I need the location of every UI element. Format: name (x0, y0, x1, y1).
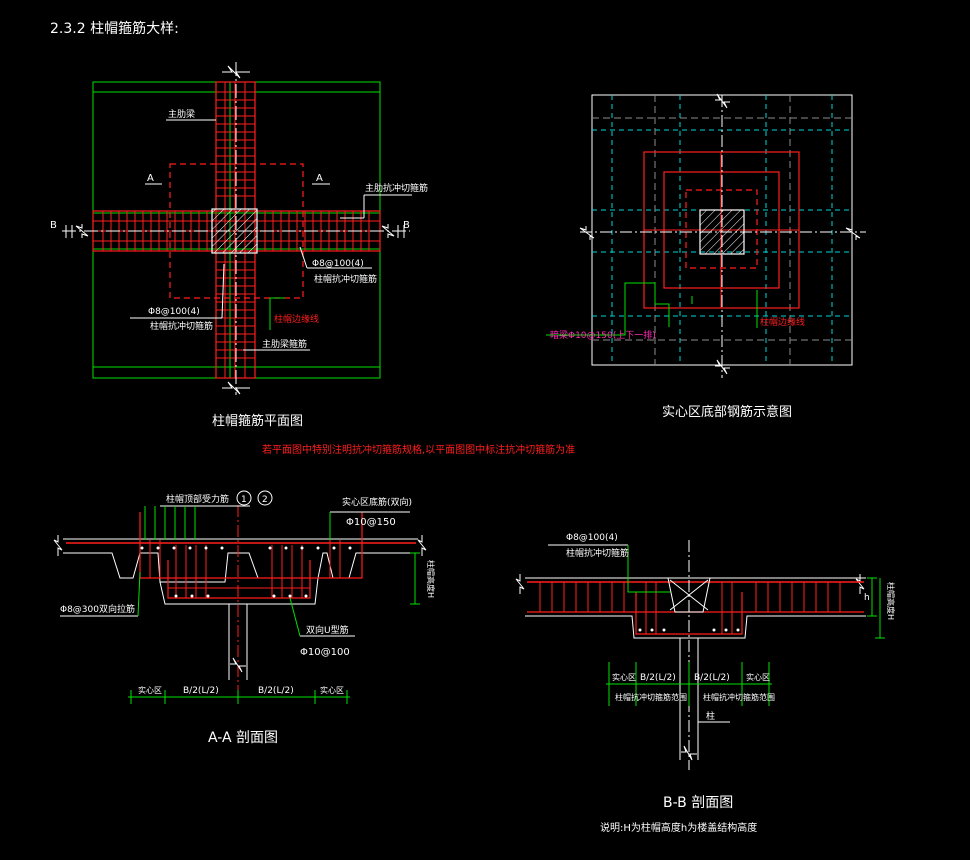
aa-top-rebar: 柱帽顶部受力筋 (166, 493, 229, 505)
aa-caption: A-A 剖面图 (208, 730, 278, 746)
solid-caption: 实心区底部钢筋示意图 (662, 404, 792, 420)
section-bb: Φ8@100(4) 柱帽抗冲切箍筋 h 柱帽高度H 实心区 B/2(L/2) B… (515, 533, 896, 834)
main-beam-shear-label: 主肋抗冲切箍筋 (365, 182, 428, 194)
plan-cap-shear-right: 柱帽抗冲切箍筋 (314, 273, 377, 285)
section-aa: 柱帽顶部受力筋 1 2 实心区底筋(双向) Φ10@150 Φ8@300双向拉筋… (53, 490, 436, 746)
aa-circle-1: 1 (241, 495, 247, 505)
solid-zone-view: 暗梁Φ10@150(上下一排) 柱帽边缘线 实心区底部钢筋示意图 (546, 93, 866, 420)
section-b-right: B (403, 220, 410, 231)
aa-solid-bottom: 实心区底筋(双向) (342, 496, 412, 508)
break-mark (381, 224, 395, 238)
main-beam-label: 主肋梁 (168, 108, 195, 120)
bb-dim-half-left: B/2(L/2) (640, 673, 676, 683)
bb-h-label: h (864, 593, 870, 603)
bb-dim-solid-right: 实心区 (746, 672, 770, 682)
aa-circle-2: 2 (262, 495, 268, 505)
bb-stirrup-spec: Φ8@100(4) (566, 533, 618, 543)
aa-dim-solid-right: 实心区 (320, 685, 344, 695)
plan-stirrup-spec: Φ8@100(4) (312, 259, 364, 269)
break-mark (222, 65, 250, 79)
bb-range-left: 柱帽抗冲切箍筋范围 (615, 692, 687, 702)
break-mark (222, 381, 250, 395)
section-a-right: A (316, 173, 323, 184)
bb-height: 柱帽高度H (886, 582, 896, 620)
aa-mesh-spec: Φ10@100 (300, 647, 350, 658)
aa-mesh: 双向U型筋 (306, 624, 349, 636)
bb-range-right: 柱帽抗冲切箍筋范围 (703, 692, 775, 702)
bb-column-label: 柱 (706, 710, 715, 722)
plan-view: B B A A 主肋梁 主肋抗冲切箍筋 Φ8@100(4) 柱帽抗冲切箍筋 Φ8… (50, 62, 428, 429)
break-mark (75, 224, 89, 238)
aa-dim-half-left: B/2(L/2) (183, 686, 219, 696)
section-b-left: B (50, 220, 57, 231)
bb-cap-shear: 柱帽抗冲切箍筋 (566, 547, 629, 559)
bb-note: 说明:H为柱帽高度h为楼盖结构高度 (600, 821, 757, 834)
plan-stirrup-spec-left: Φ8@100(4) (148, 307, 200, 317)
aa-height: 柱帽高度H (426, 560, 436, 598)
aa-dim-half-right: B/2(L/2) (258, 686, 294, 696)
plan-caption: 柱帽箍筋平面图 (212, 413, 303, 429)
rebar-dots (140, 546, 352, 598)
aa-solid-bottom-spec: Φ10@150 (346, 517, 396, 528)
plan-cap-edge-label: 柱帽边缘线 (274, 313, 319, 325)
section-a-left: A (147, 173, 154, 184)
bb-caption: B-B 剖面图 (663, 795, 733, 811)
plan-cap-shear-left: 柱帽抗冲切箍筋 (150, 320, 213, 332)
bb-dim-solid-left: 实心区 (612, 672, 636, 682)
section-title: 2.3.2 柱帽箍筋大样: (50, 20, 179, 37)
aa-tie: Φ8@300双向拉筋 (60, 603, 135, 615)
red-note: 若平面图中特别注明抗冲切箍筋规格,以平面图图中标注抗冲切箍筋为准 (262, 443, 575, 456)
solid-cap-edge: 柱帽边缘线 (760, 316, 805, 328)
aa-dim-solid-left: 实心区 (138, 685, 162, 695)
bb-dim-half-right: B/2(L/2) (694, 673, 730, 683)
main-beam-stirrup-label: 主肋梁箍筋 (262, 338, 307, 350)
solid-rebar-note: 暗梁Φ10@150(上下一排) (550, 329, 656, 341)
